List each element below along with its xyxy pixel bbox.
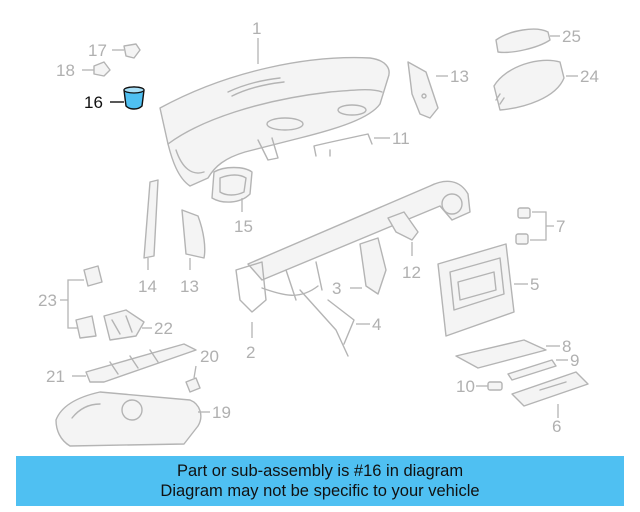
- parts-diagram: 1 25 24 13 17 18 16 11: [38, 19, 599, 447]
- callout-18[interactable]: 18: [56, 61, 75, 80]
- callout-7[interactable]: 7: [556, 217, 565, 236]
- part-5-center-bezel[interactable]: [437, 243, 515, 337]
- caption-line-1: Part or sub-assembly is #16 in diagram: [176, 462, 464, 480]
- callout-10[interactable]: 10: [456, 377, 475, 396]
- callout-21[interactable]: 21: [46, 367, 65, 386]
- leader-line-20: [193, 365, 197, 379]
- part-15-bezel[interactable]: [211, 166, 253, 203]
- callout-17[interactable]: 17: [88, 41, 107, 60]
- callout-6[interactable]: 6: [552, 417, 561, 436]
- callout-15[interactable]: 15: [234, 217, 253, 236]
- part-10-clip[interactable]: [487, 381, 503, 391]
- callout-13-upper[interactable]: 13: [450, 67, 469, 86]
- part-12-bracket[interactable]: [387, 211, 419, 241]
- part-4-brace[interactable]: [299, 289, 355, 357]
- callout-11[interactable]: 11: [392, 129, 410, 148]
- caption-line-2: Diagram may not be specific to your vehi…: [160, 482, 480, 500]
- part-2-support-beam[interactable]: [235, 180, 471, 313]
- callout-9[interactable]: 9: [570, 351, 579, 370]
- part-21-lower-trim[interactable]: [85, 343, 197, 383]
- part-1-dashboard-panel[interactable]: [159, 56, 390, 187]
- callout-13-lower[interactable]: 13: [180, 277, 199, 296]
- callout-22[interactable]: 22: [154, 319, 173, 338]
- part-20-fastener[interactable]: [185, 377, 201, 393]
- leader-line-23: [60, 279, 84, 329]
- callout-3[interactable]: 3: [332, 279, 341, 298]
- callout-14[interactable]: 14: [138, 277, 157, 296]
- part-6-panel[interactable]: [511, 371, 589, 407]
- part-18-nut[interactable]: [93, 61, 111, 77]
- part-8-storage-tray[interactable]: [455, 339, 547, 369]
- part-16-highlighted[interactable]: [123, 86, 145, 110]
- callout-16[interactable]: 16: [84, 93, 103, 112]
- callout-5[interactable]: 5: [530, 275, 539, 294]
- caption-banner: Part or sub-assembly is #16 in diagram D…: [16, 456, 624, 506]
- part-19-knee-panel[interactable]: [55, 391, 202, 447]
- callout-23[interactable]: 23: [38, 291, 57, 310]
- callout-8[interactable]: 8: [562, 337, 571, 356]
- part-9-trim-strip[interactable]: [507, 359, 557, 381]
- part-25-cover[interactable]: [495, 28, 551, 54]
- part-11-bracket[interactable]: [313, 133, 373, 157]
- part-14-trim-strip[interactable]: [143, 179, 159, 259]
- part-13-side-cover-lower[interactable]: [181, 209, 206, 259]
- callout-25[interactable]: 25: [562, 27, 581, 46]
- leader-line-7: [530, 211, 554, 241]
- callout-4[interactable]: 4: [372, 315, 381, 334]
- part-7-clips[interactable]: [515, 207, 531, 245]
- callout-2[interactable]: 2: [246, 343, 255, 362]
- part-24-airbag-module[interactable]: [493, 59, 565, 111]
- part-23-brackets[interactable]: [75, 265, 103, 339]
- callout-19[interactable]: 19: [212, 403, 231, 422]
- callout-1[interactable]: 1: [252, 19, 261, 38]
- part-13-side-cover-upper[interactable]: [407, 61, 439, 119]
- part-3-bracket[interactable]: [359, 237, 387, 295]
- callout-20[interactable]: 20: [200, 347, 219, 366]
- part-22-bracket-set[interactable]: [103, 309, 145, 341]
- part-17-clip[interactable]: [123, 43, 141, 59]
- callout-12[interactable]: 12: [402, 263, 421, 282]
- callout-24[interactable]: 24: [580, 67, 599, 86]
